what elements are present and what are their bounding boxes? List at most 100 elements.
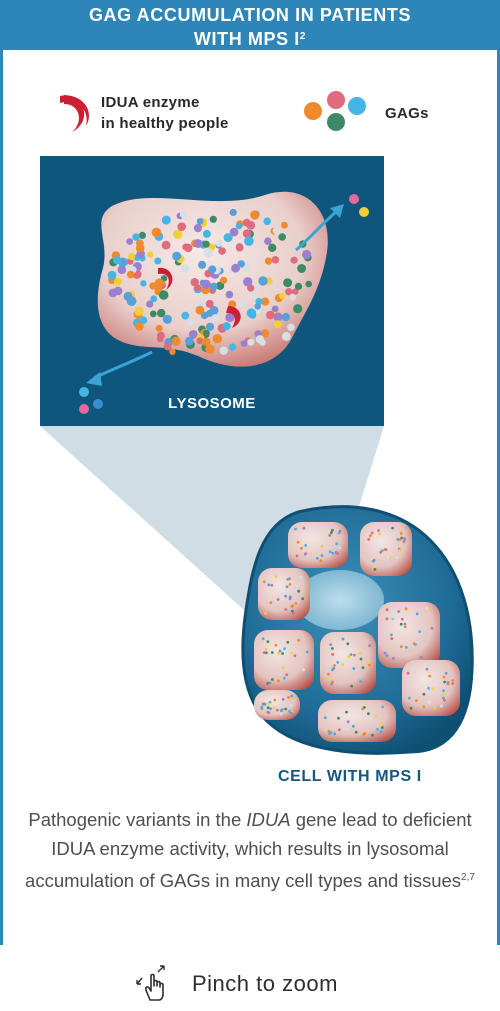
page-header: GAG ACCUMULATION IN PATIENTS WITH MPS I2	[0, 0, 500, 50]
pinch-to-zoom-hint[interactable]: Pinch to zoom	[0, 958, 500, 1008]
header-title-text: WITH MPS I	[193, 29, 300, 49]
gag-particle	[249, 292, 257, 299]
gag-particle	[265, 277, 273, 285]
gag-particle	[305, 280, 313, 288]
gag-particle	[147, 251, 154, 258]
header-footnote: 2	[299, 31, 307, 42]
gag-particle	[196, 337, 204, 345]
gag-particle	[179, 211, 187, 219]
gag-particle	[205, 344, 215, 354]
gag-particle	[173, 229, 183, 239]
gag-particle	[273, 312, 283, 322]
enzyme-in-lysosome	[226, 306, 241, 328]
cell-lysosome	[288, 522, 348, 568]
cell-lysosome	[318, 700, 396, 742]
gag-particle	[268, 243, 277, 252]
diagram-artwork	[40, 91, 474, 755]
gag-particle	[247, 338, 255, 346]
gag-particle	[172, 251, 182, 261]
gag-particle	[161, 215, 171, 225]
gag-particle	[205, 299, 214, 308]
gag-particle	[193, 239, 203, 248]
gag-particle	[225, 312, 235, 322]
gag-particle	[149, 310, 157, 318]
gag-particle	[184, 243, 193, 253]
gag-particle	[289, 293, 296, 301]
gag-particle	[243, 277, 253, 287]
gag-particle	[126, 296, 137, 307]
gag-particle	[283, 278, 293, 288]
gag-particle	[240, 340, 248, 347]
gag-particle	[161, 240, 171, 250]
gag-particle	[132, 233, 140, 241]
gag-particle	[279, 292, 286, 300]
gag-particle	[290, 256, 298, 264]
gag-particle	[255, 335, 264, 344]
gag-particle	[162, 314, 172, 324]
cell-lysosome	[360, 522, 412, 576]
gag-particle	[150, 295, 158, 303]
gag-particle	[113, 256, 122, 265]
enzyme-legend-label: IDUA enzyme in healthy people	[101, 92, 229, 134]
description-text: Pathogenic variants in the IDUA gene lea…	[20, 805, 480, 895]
cell-label: CELL WITH MPS I	[278, 768, 422, 785]
gag-particle	[278, 233, 287, 241]
gag-particle	[188, 330, 198, 339]
gag-particle	[208, 265, 217, 274]
description-part1: Pathogenic variants in the	[28, 809, 247, 830]
gag-particle	[205, 309, 214, 318]
cell-lysosome	[254, 690, 300, 720]
gag-particle	[195, 305, 205, 315]
cell-lysosome	[378, 602, 440, 668]
gag-particle	[163, 342, 172, 351]
gag-particle	[205, 322, 215, 331]
gags-icon	[304, 91, 366, 131]
gag-particle	[169, 348, 176, 355]
gags-legend-label: GAGs	[385, 105, 429, 122]
gag-particle	[253, 283, 260, 291]
gag-particle	[193, 224, 202, 233]
gag-particle	[281, 331, 291, 341]
gag-particle	[201, 337, 211, 347]
gag-particle	[292, 288, 299, 295]
gag-particle	[239, 300, 247, 308]
gag-particle	[222, 322, 231, 331]
gag-particle	[138, 231, 146, 239]
gag-particle	[158, 290, 169, 300]
gag-particle	[235, 222, 243, 230]
gag-particle	[220, 276, 228, 284]
gag-particle	[215, 281, 225, 290]
gag-particle	[297, 264, 307, 273]
pinch-to-zoom-label: Pinch to zoom	[192, 971, 338, 996]
lysosome-label: LYSOSOME	[168, 395, 256, 412]
gag-particle	[108, 288, 118, 298]
gag-particle	[219, 346, 228, 355]
gag-particle	[154, 257, 162, 265]
gag-particle	[135, 322, 144, 331]
pinch-gesture-icon	[136, 965, 165, 1001]
header-title-line1: GAG ACCUMULATION IN PATIENTS	[88, 5, 412, 25]
gag-particle	[127, 252, 136, 261]
cell-lysosomes	[254, 522, 460, 742]
gag-particle	[203, 329, 210, 337]
gag-particle	[117, 265, 127, 275]
gag-particle	[287, 323, 295, 332]
gag-particle	[260, 329, 270, 338]
gag-particle	[203, 248, 214, 258]
gag-particle	[211, 314, 220, 323]
gag-particle	[271, 305, 279, 313]
enzyme-in-lysosome	[158, 267, 173, 290]
gag-particle	[126, 238, 134, 245]
gag-particle	[157, 308, 166, 318]
gag-particle	[196, 218, 204, 225]
gag-particle	[201, 279, 211, 289]
cell-lysosome	[258, 568, 310, 620]
gag-particle	[215, 239, 223, 247]
description-footnote: 2,7	[461, 872, 475, 883]
gag-particle	[250, 210, 260, 220]
gag-particle	[209, 282, 218, 291]
gag-particle	[272, 227, 280, 235]
gag-particle	[281, 313, 290, 322]
lysosome-gags	[107, 208, 313, 355]
gag-particle	[281, 221, 288, 229]
